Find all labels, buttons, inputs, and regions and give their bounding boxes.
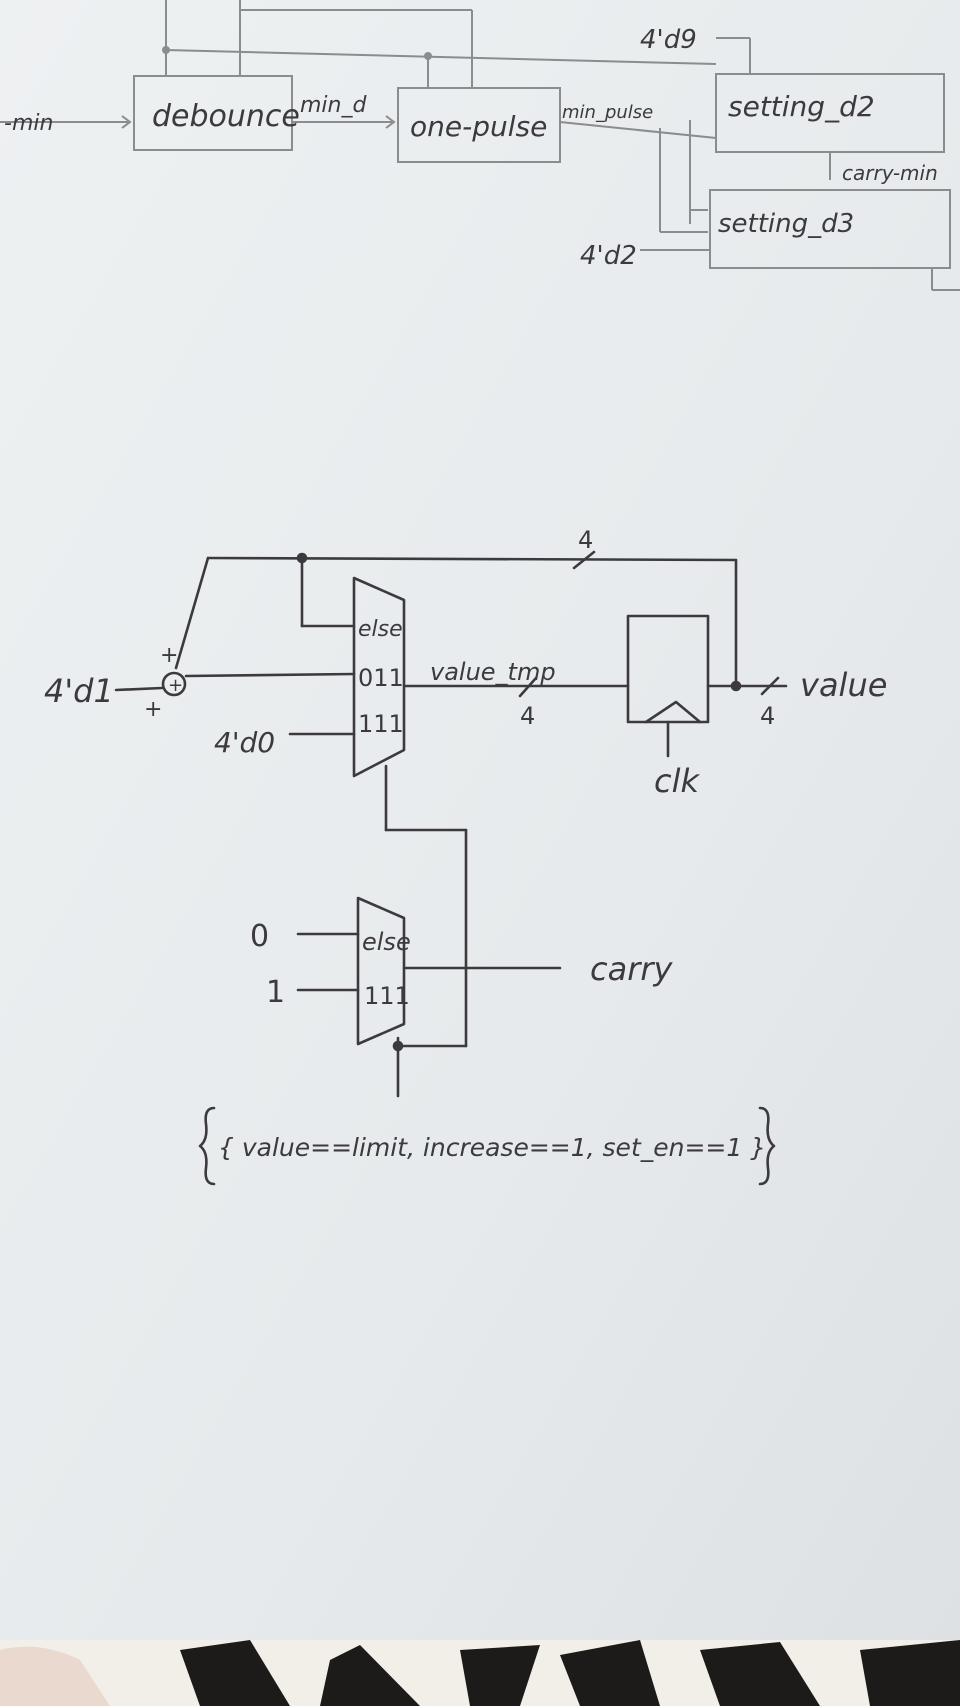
mux2-input-0-label: 0 bbox=[250, 919, 269, 954]
select-expression: { value==limit, increase==1, set_en==1 } bbox=[218, 1133, 766, 1162]
mux-value-select bbox=[384, 764, 468, 1048]
bus-width-mid: 4 bbox=[520, 702, 535, 730]
mux1-else-label: else bbox=[358, 617, 403, 642]
carry-output-label: carry bbox=[590, 950, 674, 988]
mux1-sel-111-label: 111 bbox=[358, 710, 404, 738]
mux2-sel-111-label: 111 bbox=[364, 982, 410, 1010]
debounce-label: debounce bbox=[152, 99, 300, 134]
setting-d2-label: setting_d2 bbox=[728, 90, 875, 123]
mux1-sel-011-label: 011 bbox=[358, 664, 404, 692]
paper-sheet bbox=[0, 0, 960, 1640]
value-tmp-wire bbox=[402, 676, 630, 698]
input-4d1-label: 4'd1 bbox=[44, 672, 114, 710]
bus-width-out: 4 bbox=[760, 702, 775, 730]
adder-plus-bottom: + bbox=[144, 697, 162, 722]
mux-carry bbox=[356, 896, 406, 1046]
debounce-block bbox=[133, 75, 293, 151]
min-pulse-label: min_pulse bbox=[562, 102, 653, 123]
d-flip-flop bbox=[626, 614, 710, 758]
top-diagram-labels: -min debounce min_d one-pulse min_pulse … bbox=[4, 25, 938, 271]
setting-d3-block bbox=[709, 189, 951, 269]
mux2-input-1-label: 1 bbox=[266, 975, 285, 1010]
mux-carry-select bbox=[392, 1036, 404, 1098]
one-pulse-block bbox=[397, 87, 561, 163]
feedback-bus bbox=[174, 550, 738, 688]
adder-symbol: + bbox=[168, 675, 183, 696]
const-4d9-label: 4'd9 bbox=[640, 25, 697, 55]
circuit-labels: 4'd1 + + + 4'd0 else 011 111 value_tmp 4… bbox=[44, 526, 887, 1162]
value-output-wire bbox=[706, 676, 788, 696]
setting-d3-label: setting_d3 bbox=[718, 209, 854, 239]
input-4d0-label: 4'd0 bbox=[214, 726, 275, 759]
min-input-label: -min bbox=[4, 111, 53, 136]
top-block-diagram bbox=[0, 0, 960, 291]
mux-value bbox=[352, 576, 406, 778]
clk-label: clk bbox=[654, 762, 700, 800]
carry-min-label: carry-min bbox=[842, 161, 938, 185]
one-pulse-label: one-pulse bbox=[410, 110, 547, 143]
const-4d2-label: 4'd2 bbox=[580, 241, 637, 271]
mux2-else-label: else bbox=[362, 928, 411, 956]
value-tmp-label: value_tmp bbox=[430, 658, 556, 686]
bus-width-top: 4 bbox=[578, 526, 593, 554]
counter-circuit bbox=[114, 550, 788, 1186]
adder-plus-top: + bbox=[160, 643, 178, 668]
min-d-label: min_d bbox=[300, 93, 367, 118]
adder bbox=[114, 671, 356, 697]
cloth-pattern bbox=[0, 1640, 960, 1706]
select-braces bbox=[198, 1106, 776, 1186]
value-output-label: value bbox=[800, 666, 887, 704]
